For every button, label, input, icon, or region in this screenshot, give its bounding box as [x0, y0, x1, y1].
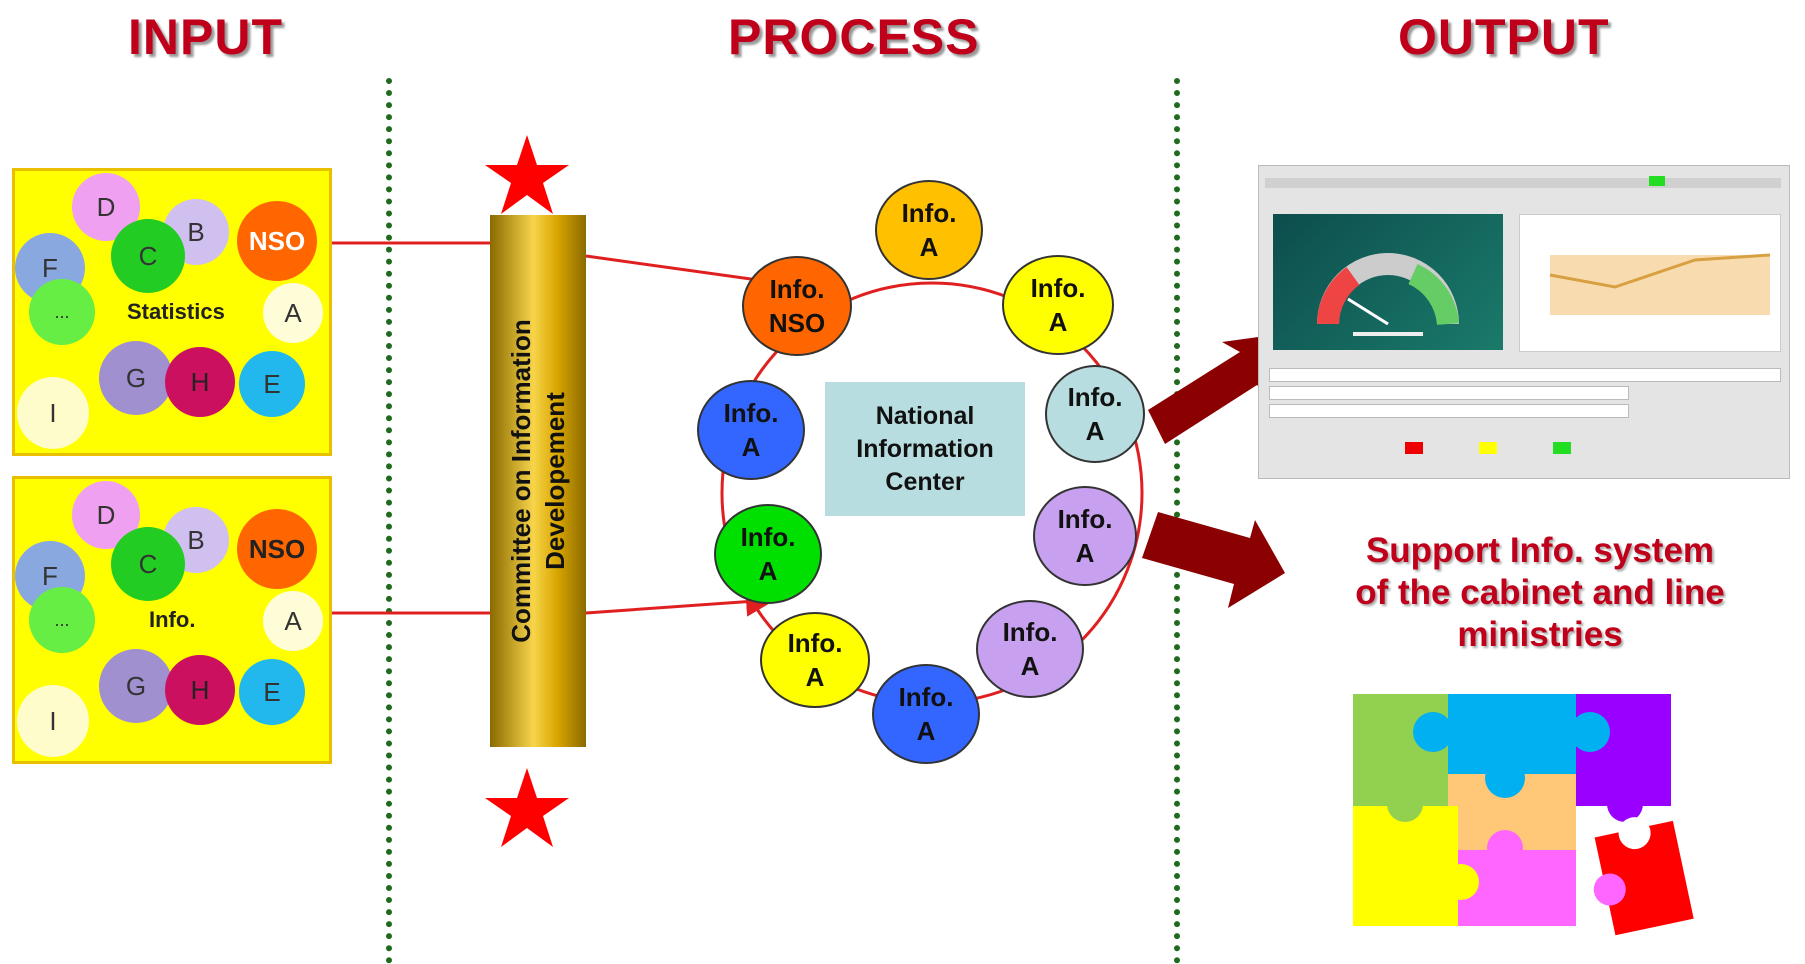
support-line3: ministries	[1457, 615, 1623, 654]
center-line1: National	[875, 401, 975, 430]
input-panel-info: D F B C NSO ... A Info. G H E I	[12, 476, 332, 764]
committee-line1: Committee on Information	[506, 319, 536, 643]
center-line3: Center	[885, 467, 965, 496]
info-node-8: Info.A	[714, 504, 822, 604]
line-bottom-to-ring	[585, 586, 776, 617]
arrow-to-support	[1142, 512, 1285, 608]
national-information-center: National Information Center	[825, 382, 1025, 516]
panel-title-info: Info.	[149, 607, 196, 632]
info-node-nso: Info.NSO	[742, 256, 852, 356]
support-line1: Support Info. system	[1365, 531, 1715, 570]
bubble-c: C	[111, 219, 185, 293]
input-panel-statistics: D F B C NSO ... A Statistics G H E I	[12, 168, 332, 456]
bubble-a: A	[263, 283, 323, 343]
info-node-4: Info.A	[1033, 486, 1137, 586]
bubble-e: E	[239, 351, 305, 417]
committee-bar: Committee on Information Developement	[490, 215, 586, 747]
info-node-2: Info.A	[1002, 255, 1114, 355]
info-node-3: Info.A	[1045, 365, 1145, 463]
puzzle-graphic	[1353, 694, 1694, 936]
support-text: Support Info. system of the cabinet and …	[1270, 530, 1805, 656]
bubble-dots: ...	[29, 279, 95, 345]
bubble-i: I	[17, 377, 89, 449]
info-node-1: Info.A	[875, 180, 983, 280]
info-node-6: Info.A	[872, 664, 980, 764]
support-line2: of the cabinet and line	[1355, 573, 1725, 612]
star-top	[485, 135, 569, 214]
process-heading: PROCESS	[728, 9, 980, 65]
line-top-to-ring	[585, 254, 759, 282]
info-node-7: Info.A	[760, 612, 870, 708]
panel-title-statistics: Statistics	[127, 299, 225, 324]
screenshot-status-indicator	[1649, 176, 1665, 186]
gauge-panel	[1273, 214, 1503, 350]
bubble-g: G	[99, 649, 173, 723]
arrow-to-screenshot	[1148, 333, 1287, 444]
output-heading: OUTPUT	[1398, 9, 1610, 65]
info-node-5: Info.A	[976, 600, 1084, 698]
bubble-h: H	[165, 655, 235, 725]
bubble-a: A	[263, 591, 323, 651]
output-screenshot	[1258, 165, 1790, 479]
star-bottom	[485, 768, 569, 847]
bubble-nso: NSO	[237, 509, 317, 589]
bubble-nso: NSO	[237, 201, 317, 281]
bubble-e: E	[239, 659, 305, 725]
input-heading: INPUT	[128, 9, 283, 65]
line-chart-panel	[1519, 214, 1781, 352]
screenshot-toolbar	[1265, 178, 1781, 188]
bubble-i: I	[17, 685, 89, 757]
info-node-9: Info.A	[697, 380, 805, 480]
bubble-g: G	[99, 341, 173, 415]
committee-label: Committee on Information Developement	[504, 221, 572, 741]
bubble-h: H	[165, 347, 235, 417]
committee-line2: Developement	[540, 392, 570, 570]
web-services-form	[1269, 364, 1781, 464]
bubble-c: C	[111, 527, 185, 601]
center-line2: Information	[856, 434, 994, 463]
divider-left	[386, 78, 392, 964]
bubble-dots: ...	[29, 587, 95, 653]
